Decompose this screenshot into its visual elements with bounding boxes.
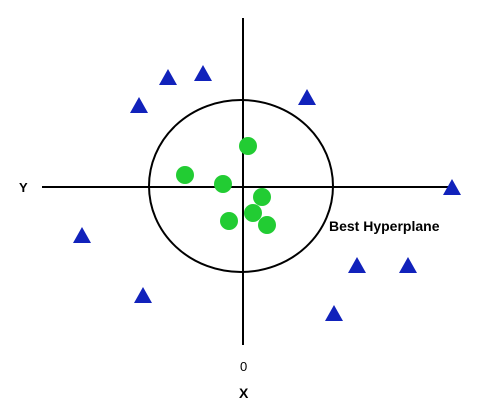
inner-point <box>258 216 276 234</box>
hyperplane-boundary <box>148 99 334 273</box>
inner-point <box>244 204 262 222</box>
inner-point <box>176 166 194 184</box>
outer-point <box>194 65 212 81</box>
outer-point <box>443 179 461 195</box>
hyperplane-label: Best Hyperplane <box>329 218 440 234</box>
inner-point <box>220 212 238 230</box>
outer-point <box>134 287 152 303</box>
x-axis-label: X <box>239 385 249 401</box>
outer-point <box>325 305 343 321</box>
inner-class-points <box>176 137 276 234</box>
inner-point <box>214 175 232 193</box>
outer-point <box>73 227 91 243</box>
y-axis-label: Y <box>19 180 28 195</box>
outer-point <box>348 257 366 273</box>
outer-point <box>399 257 417 273</box>
outer-class-points <box>73 65 461 321</box>
inner-point <box>239 137 257 155</box>
outer-point <box>159 69 177 85</box>
outer-point <box>130 97 148 113</box>
origin-label: 0 <box>240 359 247 374</box>
inner-point <box>253 188 271 206</box>
outer-point <box>298 89 316 105</box>
